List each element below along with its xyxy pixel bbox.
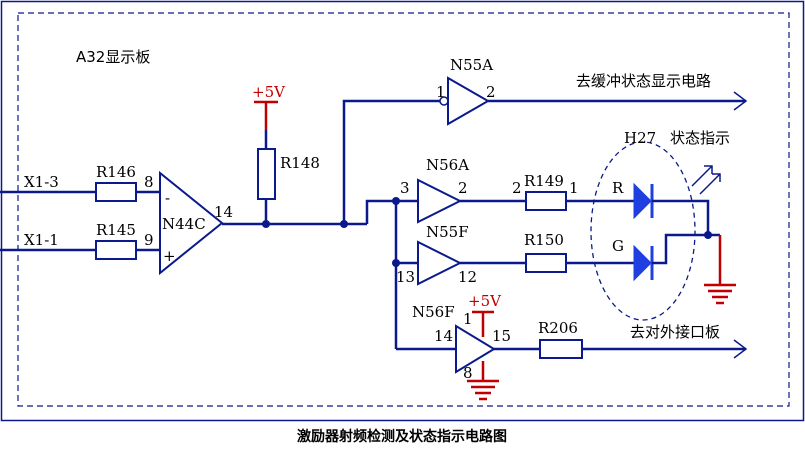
input-x1-1-label: X1-1	[24, 231, 59, 249]
opamp-pin-out: 14	[214, 203, 233, 221]
r146-label: R146	[96, 163, 136, 181]
n55a-pin-in: 1	[436, 83, 446, 101]
led-green-label: G	[612, 237, 624, 255]
input-x1-3-label: X1-3	[24, 173, 59, 191]
input-x1-3: X1-3	[0, 173, 96, 194]
n55a-pin-out: 2	[486, 83, 496, 101]
buffer-n56f: N56F 14 15 1 8 +5V	[412, 292, 511, 382]
r148-label: R148	[280, 154, 320, 172]
n56a-pin-out: 2	[458, 179, 468, 197]
r206-label: R206	[538, 319, 578, 337]
n55f-name: N55F	[426, 223, 469, 241]
output-buffer-status-label: 去缓冲状态显示电路	[576, 72, 711, 90]
resistor-r146: R146	[95, 163, 165, 202]
led-description: 状态指示	[670, 129, 730, 147]
opamp-plus-sign: +	[163, 247, 176, 265]
resistor-r206: R206	[538, 319, 583, 359]
resistor-r150: R150	[524, 231, 567, 273]
opamp-pin-minus: 8	[144, 173, 154, 191]
output-external-label: 去对外接口板	[630, 323, 720, 341]
buffer-n55a: N55A 1 2	[436, 56, 496, 126]
junction-n55a-branch	[340, 220, 348, 228]
wire-to-bus	[365, 199, 396, 224]
diagram-caption: 激励器射频检测及状态指示电路图	[297, 428, 507, 445]
ground-n56f	[467, 361, 499, 401]
input-x1-1: X1-1	[0, 231, 96, 252]
opamp-n44c: 8 9 - + N44C 14	[144, 170, 233, 276]
power-5v-bottom: +5V	[468, 292, 502, 310]
led-name: H27	[624, 129, 656, 147]
resistor-r149: R149 2 1	[512, 172, 579, 211]
r149-pin-left: 2	[512, 179, 522, 197]
r149-pin-right: 1	[569, 179, 579, 197]
n56f-pin-out: 15	[492, 327, 511, 345]
buffer-n56a: N56A 3 2	[400, 156, 469, 224]
n55a-name: N55A	[450, 56, 493, 74]
junction-r148	[262, 220, 270, 228]
n56a-name: N56A	[426, 156, 469, 174]
r150-label: R150	[524, 231, 564, 249]
n55f-pin-in: 13	[396, 268, 415, 286]
n55f-pin-out: 12	[458, 268, 477, 286]
n56a-pin-in: 3	[400, 179, 410, 197]
n56f-pin-gnd: 8	[463, 364, 473, 382]
board-label: A32显示板	[76, 48, 150, 66]
r149-label: R149	[524, 172, 564, 190]
wire-led-common-bottom	[652, 233, 720, 265]
opamp-pin-plus: 9	[144, 231, 154, 249]
opamp-minus-sign: -	[165, 189, 170, 207]
arrow-external	[733, 339, 748, 359]
n56f-name: N56F	[412, 303, 455, 321]
r145-label: R145	[96, 221, 136, 239]
wire-to-n55a	[342, 99, 440, 224]
resistor-r145: R145	[95, 221, 165, 260]
junction-led-common	[704, 231, 712, 239]
n56f-pin-in: 14	[434, 327, 453, 345]
wire-led-common-top	[652, 199, 710, 235]
n56f-pin-vcc: 1	[463, 310, 473, 328]
outer-frame	[0, 0, 805, 422]
arrow-buffer-status	[733, 91, 748, 111]
led-red-label: R	[612, 179, 624, 197]
opamp-name: N44C	[162, 215, 206, 233]
resistor-r148: +5V R148	[252, 83, 320, 224]
power-5v-top: +5V	[252, 83, 286, 101]
buffer-n55f: N55F 13 12	[396, 223, 477, 286]
light-arrows	[691, 165, 721, 195]
board-boundary	[17, 12, 790, 407]
ground-led	[704, 235, 736, 305]
led-h27: R G H27 状态指示	[590, 129, 730, 321]
